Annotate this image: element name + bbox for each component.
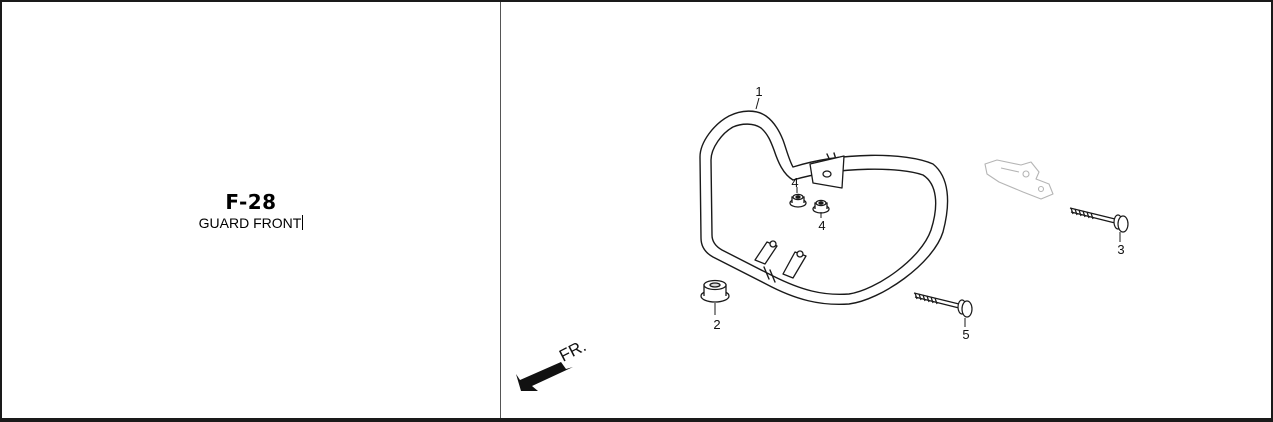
diagram-canvas: 1 2 3 4 4 5 FR. [516, 84, 1129, 391]
flange-nut-left [789, 193, 807, 208]
collar [700, 279, 730, 303]
exploded-diagram: 1 2 3 4 4 5 FR. [501, 2, 1271, 418]
guard-frame [699, 110, 949, 306]
flange-nut-right [812, 199, 830, 214]
callout-4-right: 4 [818, 218, 825, 233]
section-name: GUARD FRONT [198, 215, 302, 231]
callout-5: 5 [962, 327, 969, 342]
flange-nuts [789, 193, 830, 214]
front-direction-arrow-icon [516, 362, 573, 391]
bolt-lower [913, 292, 973, 318]
callout-2: 2 [713, 317, 720, 332]
reference-bracket-ghost [984, 159, 1054, 200]
callout-4-left: 4 [791, 175, 798, 190]
upper-bracket [809, 155, 845, 189]
leader-lines [714, 97, 1121, 327]
text-cursor [302, 215, 304, 230]
section-name-row: GUARD FRONT [2, 213, 500, 232]
front-direction-label: FR. [556, 336, 589, 365]
bolt-upper [1069, 207, 1129, 233]
section-title-block: F-28 GUARD FRONT [2, 191, 500, 232]
section-code: F-28 [225, 190, 277, 214]
callout-1: 1 [755, 84, 762, 99]
lower-stays [754, 240, 807, 279]
callout-3: 3 [1117, 242, 1124, 257]
section-panel: F-28 GUARD FRONT [2, 2, 501, 418]
